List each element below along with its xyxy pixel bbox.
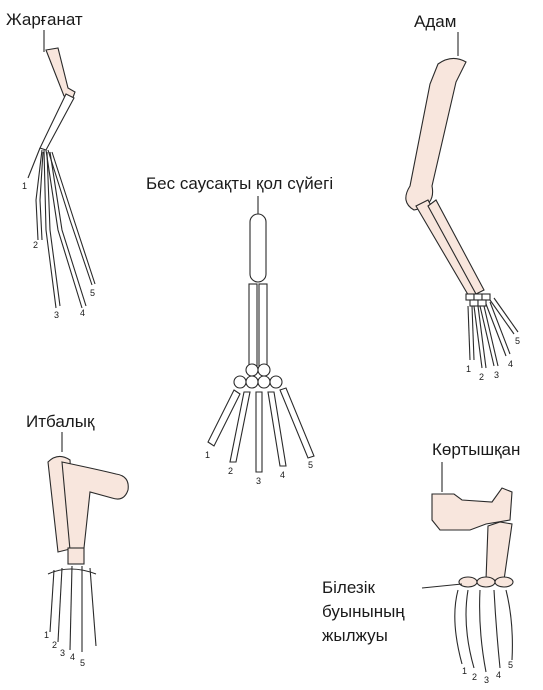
bat-humerus: [46, 48, 75, 100]
whale-finger-3: [70, 566, 72, 650]
generic-finger-3: [256, 392, 262, 472]
bat-digit-5b: [52, 152, 95, 284]
human-num-1: 1: [466, 364, 471, 374]
mole-finger-3: [480, 590, 486, 672]
generic-num-5: 5: [308, 460, 313, 470]
human-finger-1: [468, 306, 470, 360]
human-label: Адам: [414, 12, 456, 32]
mole-carpal: [459, 577, 477, 587]
generic-limb: 1 2 3 4 5: [205, 196, 314, 486]
whale-limb: 1 2 3 4 5: [44, 432, 128, 668]
bat-digit-1: [28, 148, 40, 178]
generic-carpal: [270, 376, 282, 388]
mole-limb: 1 2 3 4 5: [422, 462, 513, 685]
generic-num-3: 3: [256, 476, 261, 486]
wrist-label-line-2: буынының: [322, 602, 405, 622]
human-ulna: [416, 200, 478, 298]
generic-num-4: 4: [280, 470, 285, 480]
wrist-label-line-1: Білезік: [322, 578, 375, 598]
human-num-4: 4: [508, 359, 513, 369]
wrist-label-line-3: жылжуы: [322, 626, 388, 646]
generic-ulna: [249, 284, 257, 366]
bat-label: Жарғанат: [6, 10, 83, 30]
human-carpal: [478, 300, 486, 306]
mole-carpal: [495, 577, 513, 587]
generic-carpal: [258, 376, 270, 388]
whale-num-3: 3: [60, 648, 65, 658]
whale-finger-1: [50, 570, 54, 632]
mole-carpal: [477, 577, 495, 587]
generic-finger-4: [268, 392, 286, 466]
bat-num-1: 1: [22, 181, 27, 191]
whale-finger-2: [58, 568, 62, 642]
bat-forearm: [40, 94, 74, 150]
bat-num-3: 3: [54, 310, 59, 320]
whale-num-5: 5: [80, 658, 85, 668]
human-num-3: 3: [494, 370, 499, 380]
wrist-leader-line: [422, 584, 462, 588]
human-carpal: [482, 294, 490, 300]
human-radius: [428, 200, 484, 294]
mole-forearm: [486, 522, 512, 580]
human-finger-4: [486, 304, 506, 356]
mole-num-1: 1: [462, 666, 467, 676]
whale-label: Итбалық: [26, 412, 94, 432]
mole-finger-5: [506, 590, 512, 660]
mole-num-2: 2: [472, 672, 477, 682]
human-finger-5b: [494, 298, 518, 332]
human-carpal: [470, 300, 478, 306]
generic-carpal: [246, 364, 258, 376]
human-carpal: [466, 294, 474, 300]
human-finger-5: [490, 300, 514, 334]
bat-num-5: 5: [90, 288, 95, 298]
human-limb: 1 2 3 4 5: [406, 32, 520, 382]
generic-label: Бес саусақты қол сүйегі: [146, 174, 333, 194]
human-carpal: [474, 294, 482, 300]
mole-finger-4: [494, 590, 500, 668]
generic-num-1: 1: [205, 450, 210, 460]
mole-num-3: 3: [484, 675, 489, 685]
mole-wrist: [459, 577, 513, 587]
generic-humerus: [250, 214, 266, 282]
generic-finger-5: [280, 388, 314, 458]
bat-num-4: 4: [80, 308, 85, 318]
human-finger-3b: [484, 306, 498, 366]
whale-bone-b: [62, 462, 128, 550]
human-num-5: 5: [515, 336, 520, 346]
human-humerus: [406, 58, 466, 210]
bat-limb: 1 2 3 4 5: [22, 30, 95, 320]
generic-num-2: 2: [228, 466, 233, 476]
mole-num-5: 5: [508, 660, 513, 670]
mole-label: Көртышқан: [432, 440, 520, 460]
human-finger-2: [474, 306, 482, 368]
generic-wrist: [234, 364, 282, 388]
mole-finger-1: [455, 590, 462, 664]
generic-carpal: [234, 376, 246, 388]
generic-carpal: [258, 364, 270, 376]
generic-radius: [259, 284, 267, 366]
human-finger-1b: [472, 306, 474, 360]
mole-num-4: 4: [496, 670, 501, 680]
bat-num-2: 2: [33, 240, 38, 250]
human-num-2: 2: [479, 372, 484, 382]
whale-num-4: 4: [70, 652, 75, 662]
whale-num-2: 2: [52, 640, 57, 650]
mole-finger-2: [466, 590, 474, 668]
whale-num-1: 1: [44, 630, 49, 640]
whale-finger-5: [90, 568, 96, 646]
generic-carpal: [246, 376, 258, 388]
whale-wrist: [68, 548, 84, 564]
